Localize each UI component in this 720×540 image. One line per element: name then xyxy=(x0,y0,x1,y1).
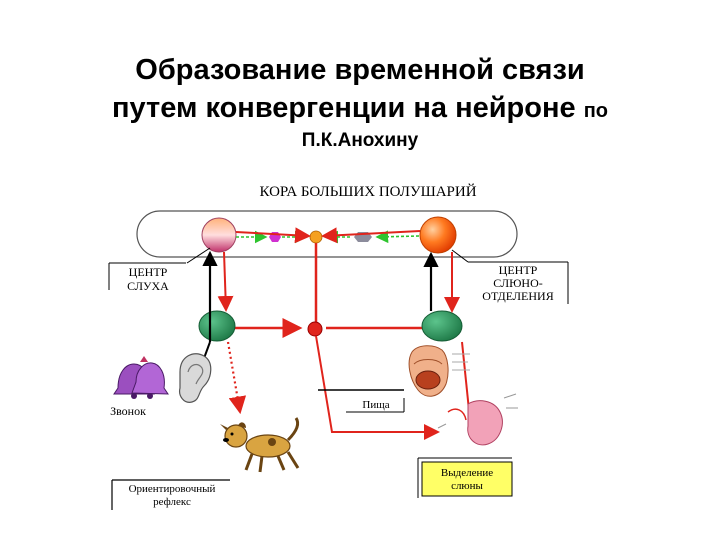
red-link-left xyxy=(235,227,311,244)
hearing-center-label-2: СЛУХА xyxy=(127,279,169,293)
food-neuron xyxy=(307,321,323,337)
red-food-to-saliva xyxy=(315,335,440,440)
hearing-center-label-1: ЦЕНТР xyxy=(129,265,168,279)
dashed-arrow-4 xyxy=(375,230,420,244)
orienting-reflex-label-1: Ориентировочный xyxy=(129,483,216,495)
salivation-subcortical-neuron xyxy=(421,310,463,342)
ear-icon xyxy=(179,353,212,403)
cortex-capsule xyxy=(136,210,518,258)
salivation-center-neuron xyxy=(419,216,457,254)
salivation-center-label-2: СЛЮНО- xyxy=(493,276,543,290)
cortex-label: КОРА БОЛЬШИХ ПОЛУШАРИЙ xyxy=(259,183,476,200)
orienting-reflex-label-2: рефлекс xyxy=(153,496,191,508)
mouth-icon xyxy=(408,345,470,397)
bell-icon xyxy=(113,356,169,399)
saliva-secretion-label-2: слюны xyxy=(451,480,483,492)
title-line-2-main: путем конвергенции на нейроне xyxy=(112,92,576,124)
saliva-secretion-label-1: Выделение xyxy=(441,467,493,479)
orienting-reflex-path xyxy=(226,341,247,415)
slide-title-line-2: путем конвергенции на нейроне по xyxy=(0,92,720,125)
hearing-pointer xyxy=(186,247,211,264)
saliva-secretion-note xyxy=(421,461,513,497)
food-label: Пища xyxy=(362,399,389,411)
salivation-pointer xyxy=(451,249,469,263)
salivation-center-label-3: ОТДЕЛЕНИЯ xyxy=(482,289,553,303)
red-link-right xyxy=(321,227,421,244)
title-line-2-suffix: по xyxy=(583,100,608,122)
slide-title-line-3: П.К.Анохину xyxy=(301,130,419,151)
salivary-gland-icon xyxy=(437,393,518,446)
salivation-center-label-1: ЦЕНТР xyxy=(499,263,538,277)
red-auditory-descending xyxy=(217,251,234,312)
auditory-center-neuron xyxy=(201,217,237,253)
convergence-neuron xyxy=(309,230,323,244)
hearing-subcortical-neuron xyxy=(198,310,236,342)
dog-icon xyxy=(220,417,300,473)
slide-title-line-1: Образование временной связи xyxy=(135,54,585,86)
bell-label: Звонок xyxy=(110,404,146,418)
